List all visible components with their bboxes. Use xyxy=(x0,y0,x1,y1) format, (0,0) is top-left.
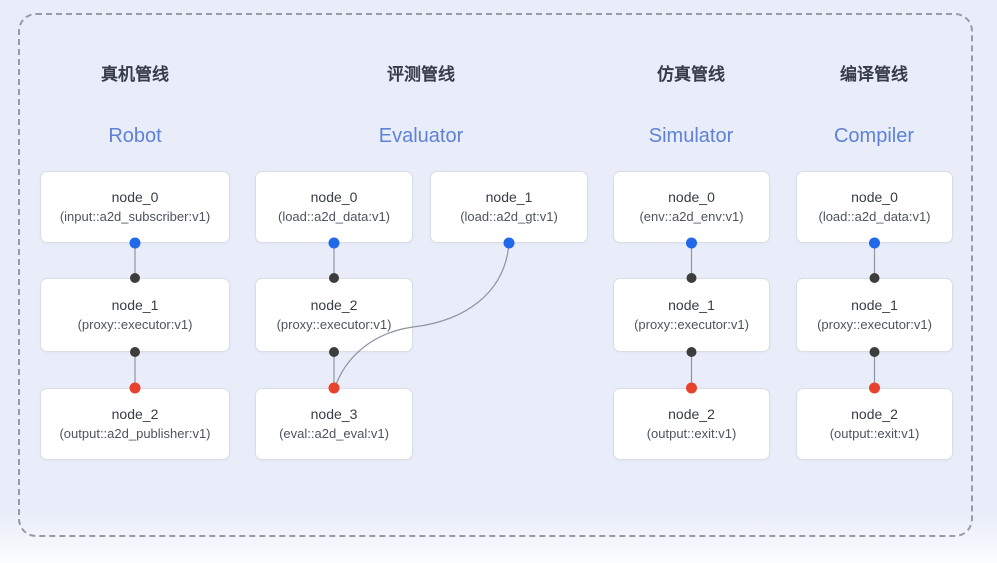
pipeline-title-zh-robot: 真机管线 xyxy=(101,65,169,84)
node-name-label: node_1 xyxy=(111,297,159,313)
node-name-label: node_2 xyxy=(111,406,159,422)
graph-node-compiler-node_2[interactable]: node_2(output::exit:v1) xyxy=(796,388,953,460)
node-type-label: (load::a2d_data:v1) xyxy=(818,209,931,224)
pipeline-title-en-simulator: Simulator xyxy=(648,125,734,147)
node-name-label: node_0 xyxy=(310,189,358,205)
node-name-label: node_0 xyxy=(668,189,715,205)
pipeline-title-zh-simulator: 仿真管线 xyxy=(657,65,725,84)
pipeline-title-zh-compiler: 编译管线 xyxy=(840,65,908,84)
node-name-label: node_3 xyxy=(310,406,358,422)
node-type-label: (proxy::executor:v1) xyxy=(77,317,193,332)
pipeline-title-en-robot: Robot xyxy=(108,125,162,147)
node-name-label: node_0 xyxy=(851,189,898,205)
node-name-label: node_1 xyxy=(485,189,533,205)
node-type-label: (env::a2d_env:v1) xyxy=(639,209,744,224)
node-type-label: (output::exit:v1) xyxy=(829,426,920,441)
graph-node-evaluator-node_2[interactable]: node_2(proxy::executor:v1) xyxy=(255,278,413,352)
graph-node-evaluator-node_0[interactable]: node_0(load::a2d_data:v1) xyxy=(255,171,413,243)
node-type-label: (output::exit:v1) xyxy=(646,426,737,441)
graph-node-simulator-node_1[interactable]: node_1(proxy::executor:v1) xyxy=(613,278,770,352)
pipeline-title-en-evaluator: Evaluator xyxy=(378,125,464,147)
node-type-label: (proxy::executor:v1) xyxy=(634,317,749,332)
node-name-label: node_2 xyxy=(310,297,358,313)
node-name-label: node_1 xyxy=(851,297,898,313)
pipeline-title-zh-evaluator: 评测管线 xyxy=(387,65,455,84)
graph-node-evaluator-node_3[interactable]: node_3(eval::a2d_eval:v1) xyxy=(255,388,413,460)
graph-node-simulator-node_0[interactable]: node_0(env::a2d_env:v1) xyxy=(613,171,770,243)
graph-node-evaluator-node_1[interactable]: node_1(load::a2d_gt:v1) xyxy=(430,171,588,243)
node-type-label: (load::a2d_gt:v1) xyxy=(460,209,558,224)
node-name-label: node_1 xyxy=(668,297,715,313)
node-type-label: (proxy::executor:v1) xyxy=(276,317,392,332)
dashed-frame xyxy=(18,13,973,537)
node-type-label: (load::a2d_data:v1) xyxy=(277,209,391,224)
pipeline-title-en-compiler: Compiler xyxy=(833,125,915,147)
node-type-label: (output::a2d_publisher:v1) xyxy=(59,426,211,441)
graph-node-compiler-node_0[interactable]: node_0(load::a2d_data:v1) xyxy=(796,171,953,243)
node-type-label: (input::a2d_subscriber:v1) xyxy=(59,209,211,224)
graph-node-simulator-node_2[interactable]: node_2(output::exit:v1) xyxy=(613,388,770,460)
graph-node-compiler-node_1[interactable]: node_1(proxy::executor:v1) xyxy=(796,278,953,352)
node-type-label: (proxy::executor:v1) xyxy=(817,317,932,332)
node-type-label: (eval::a2d_eval:v1) xyxy=(279,426,389,441)
node-name-label: node_2 xyxy=(668,406,715,422)
graph-node-robot-node_2[interactable]: node_2(output::a2d_publisher:v1) xyxy=(40,388,230,460)
node-name-label: node_0 xyxy=(111,189,159,205)
graph-node-robot-node_1[interactable]: node_1(proxy::executor:v1) xyxy=(40,278,230,352)
node-name-label: node_2 xyxy=(851,406,898,422)
graph-node-robot-node_0[interactable]: node_0(input::a2d_subscriber:v1) xyxy=(40,171,230,243)
